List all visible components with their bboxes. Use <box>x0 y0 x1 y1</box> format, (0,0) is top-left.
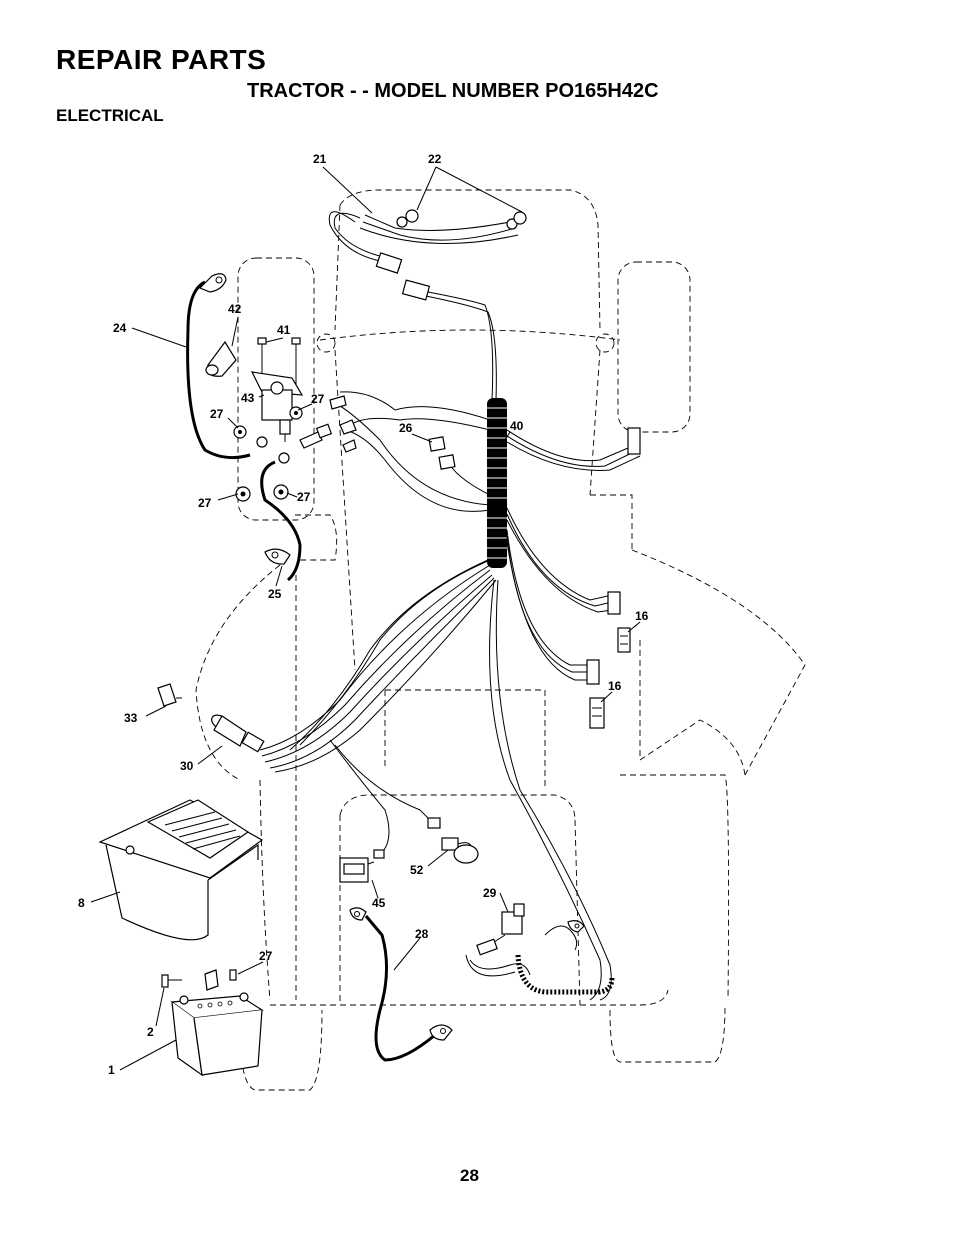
headlight-harness <box>328 209 527 401</box>
callout-1: 1 <box>108 1063 115 1077</box>
page-number: 28 <box>460 1166 479 1185</box>
callout-42: 42 <box>228 302 242 316</box>
page-title: REPAIR PARTS <box>56 44 267 75</box>
callout-29: 29 <box>483 886 497 900</box>
callout-33: 33 <box>124 711 138 725</box>
battery-box-8 <box>98 799 264 941</box>
callout-22: 22 <box>428 152 442 166</box>
hour-meter-45 <box>339 857 375 883</box>
harness-wires <box>259 391 641 1001</box>
ignition-switch-30 <box>211 714 265 753</box>
main-harness-sleeve <box>487 398 507 568</box>
callout-labels: 21 22 24 42 41 43 27 27 26 40 27 27 25 1… <box>78 152 649 1077</box>
callout-27: 27 <box>210 407 224 421</box>
battery-bolts <box>161 969 237 991</box>
callout-43: 43 <box>241 391 255 405</box>
callout-52: 52 <box>410 863 424 877</box>
solenoid-assembly <box>205 337 357 502</box>
battery-1 <box>170 992 264 1077</box>
callout-28: 28 <box>415 927 429 941</box>
callout-26: 26 <box>399 421 413 435</box>
ground-cable-28 <box>349 907 453 1062</box>
headlight-bulb-right <box>506 211 527 230</box>
key-boot-42 <box>205 340 237 377</box>
callout-27: 27 <box>297 490 311 504</box>
battery-cable-24 <box>186 273 251 460</box>
callout-45: 45 <box>372 896 386 910</box>
callout-27: 27 <box>311 392 325 406</box>
fuse-holder-16a <box>617 627 631 653</box>
callout-41: 41 <box>277 323 291 337</box>
callout-16: 16 <box>635 609 649 623</box>
model-subtitle: TRACTOR - - MODEL NUMBER PO165H42C <box>247 80 659 102</box>
callout-2: 2 <box>147 1025 154 1039</box>
callout-27: 27 <box>259 949 273 963</box>
callout-24: 24 <box>113 321 127 335</box>
callout-leaders <box>90 166 641 1071</box>
callout-30: 30 <box>180 759 194 773</box>
callout-8: 8 <box>78 896 85 910</box>
callout-16: 16 <box>608 679 622 693</box>
headlight-bulb-left <box>396 209 419 228</box>
relay-33 <box>157 683 182 707</box>
callout-40: 40 <box>510 419 524 433</box>
connector-52 <box>441 837 479 864</box>
fuse-holder-16b <box>589 697 605 729</box>
callout-27: 27 <box>198 496 212 510</box>
battery-cable-25 <box>260 460 302 582</box>
coiled-harness <box>515 920 615 995</box>
callout-25: 25 <box>268 587 282 601</box>
seat-switch-29 <box>465 903 531 977</box>
callout-21: 21 <box>313 152 327 166</box>
section-heading: ELECTRICAL <box>56 106 164 125</box>
